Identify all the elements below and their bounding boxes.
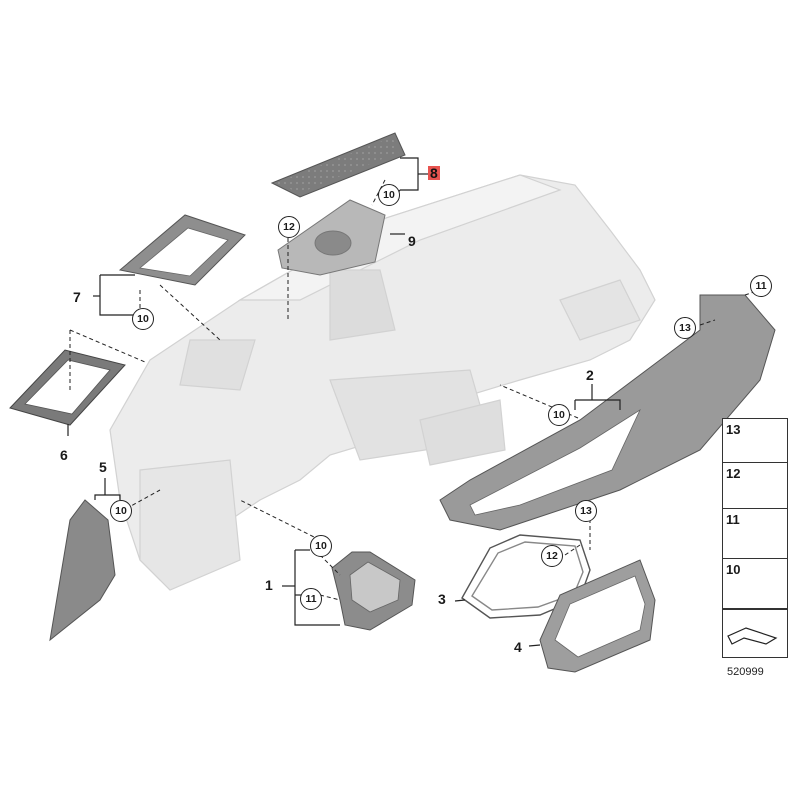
circled-callout-12: 12 xyxy=(541,545,563,567)
part-6-frame xyxy=(9,349,126,426)
part-2-trim-strip xyxy=(439,294,776,531)
callout-2: 2 xyxy=(586,367,594,383)
part-8-speaker-cover xyxy=(270,132,406,198)
part-5-side-panel xyxy=(49,499,116,642)
circled-callout-11: 11 xyxy=(750,275,772,297)
circled-callout-10: 10 xyxy=(378,184,400,206)
ref-row-11: 11 xyxy=(722,508,788,560)
circled-callout-12: 12 xyxy=(278,216,300,238)
ref-number: 10 xyxy=(726,562,741,577)
ref-number: 12 xyxy=(726,466,741,481)
arrow-icon xyxy=(727,627,778,645)
ref-row-arrow xyxy=(722,608,788,658)
callout-7: 7 xyxy=(73,289,81,305)
callout-4: 4 xyxy=(514,639,522,655)
ref-number: 13 xyxy=(726,422,741,437)
part-4-cluster-trim xyxy=(539,559,656,673)
circled-callout-13: 13 xyxy=(575,500,597,522)
callout-1: 1 xyxy=(265,577,273,593)
ref-row-12: 12 xyxy=(722,462,788,510)
part-3-cluster-carrier xyxy=(461,534,591,619)
ref-row-10: 10 xyxy=(722,558,788,610)
part-1-vent-bracket xyxy=(331,551,416,631)
circled-callout-10: 10 xyxy=(132,308,154,330)
circled-callout-11: 11 xyxy=(300,588,322,610)
callout-9: 9 xyxy=(408,233,416,249)
circled-callout-10: 10 xyxy=(110,500,132,522)
dashboard-body xyxy=(109,174,656,591)
callout-3: 3 xyxy=(438,591,446,607)
callout-8: 8 xyxy=(428,165,440,181)
callout-5: 5 xyxy=(99,459,107,475)
ref-row-13: 13 xyxy=(722,418,788,464)
leader-lines xyxy=(67,157,621,647)
part-7-display-frame xyxy=(118,214,246,286)
circled-callout-10: 10 xyxy=(310,535,332,557)
callout-6: 6 xyxy=(60,447,68,463)
circled-callout-13: 13 xyxy=(674,317,696,339)
part-9-speaker-bracket xyxy=(277,199,386,276)
catalog-number: 520999 xyxy=(727,666,764,678)
ref-number: 11 xyxy=(726,512,740,527)
circled-callout-10: 10 xyxy=(548,404,570,426)
